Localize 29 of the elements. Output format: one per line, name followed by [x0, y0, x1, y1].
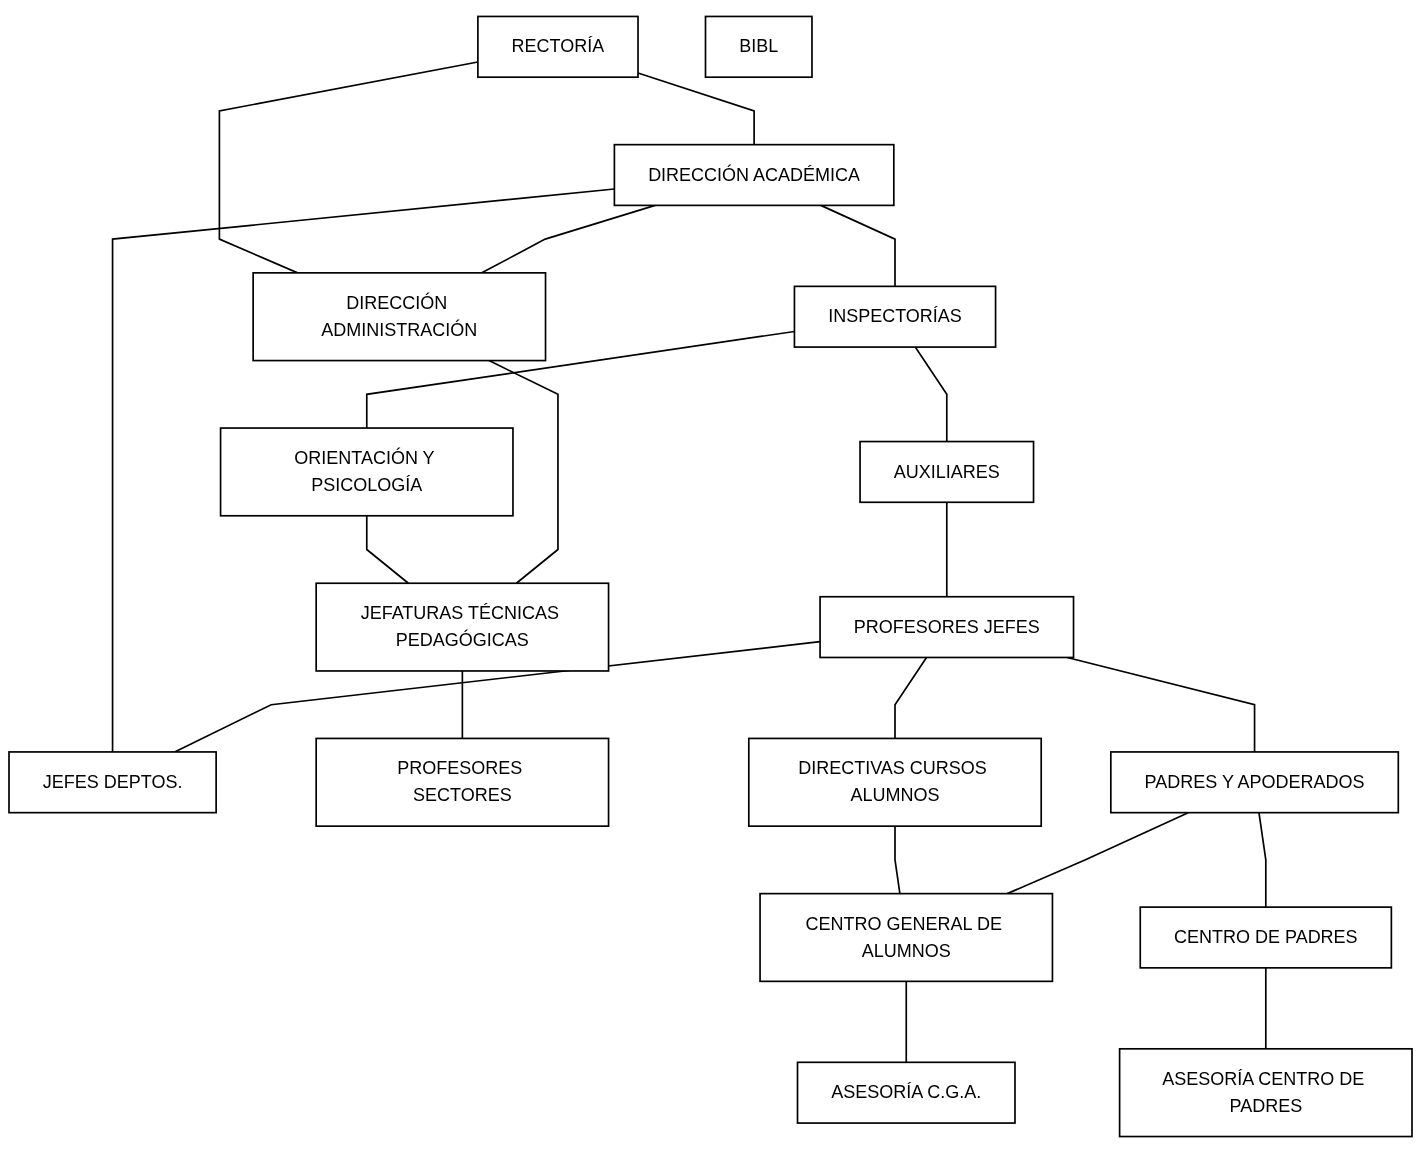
node-box: DIRECTIVAS CURSOS ALUMNOS: [747, 737, 1043, 827]
node-box: CENTRO GENERAL DE ALUMNOS: [759, 892, 1054, 983]
node-box: BIBL: [704, 15, 813, 79]
node-box: PROFESORES SECTORES: [315, 737, 610, 827]
node-box: DIRECCIÓN ADMINISTRACIÓN: [252, 272, 547, 362]
connector: [905, 980, 908, 1064]
node-box: DIRECCIÓN ACADÉMICA: [613, 143, 895, 207]
connector: [461, 670, 464, 740]
node-box: JEFES DEPTOS.: [8, 751, 217, 814]
connector: [480, 204, 656, 274]
node-box: CENTRO DE PADRES: [1139, 906, 1393, 969]
node-box: JEFATURAS TÉCNICAS PEDAGÓGICAS: [315, 582, 610, 672]
connector: [488, 359, 559, 585]
node-box: ASESORÍA CENTRO DE PADRES: [1118, 1048, 1413, 1138]
connector: [820, 204, 896, 288]
connector: [1264, 967, 1267, 1050]
connector: [365, 514, 410, 585]
node-box: AUXILIARES: [859, 440, 1035, 504]
node-box: PROFESORES JEFES: [819, 595, 1075, 659]
connector: [945, 501, 948, 598]
connector: [894, 656, 928, 740]
connector: [1258, 811, 1267, 908]
node-box: RECTORÍA: [477, 15, 639, 79]
node-box: ORIENTACIÓN Y PSICOLOGÍA: [219, 427, 514, 517]
node-box: PADRES Y APODERADOS: [1110, 751, 1400, 814]
connector: [894, 825, 901, 895]
node-box: INSPECTORÍAS: [793, 285, 997, 348]
connector: [914, 346, 948, 443]
node-box: ASESORÍA C.G.A.: [796, 1061, 1016, 1124]
